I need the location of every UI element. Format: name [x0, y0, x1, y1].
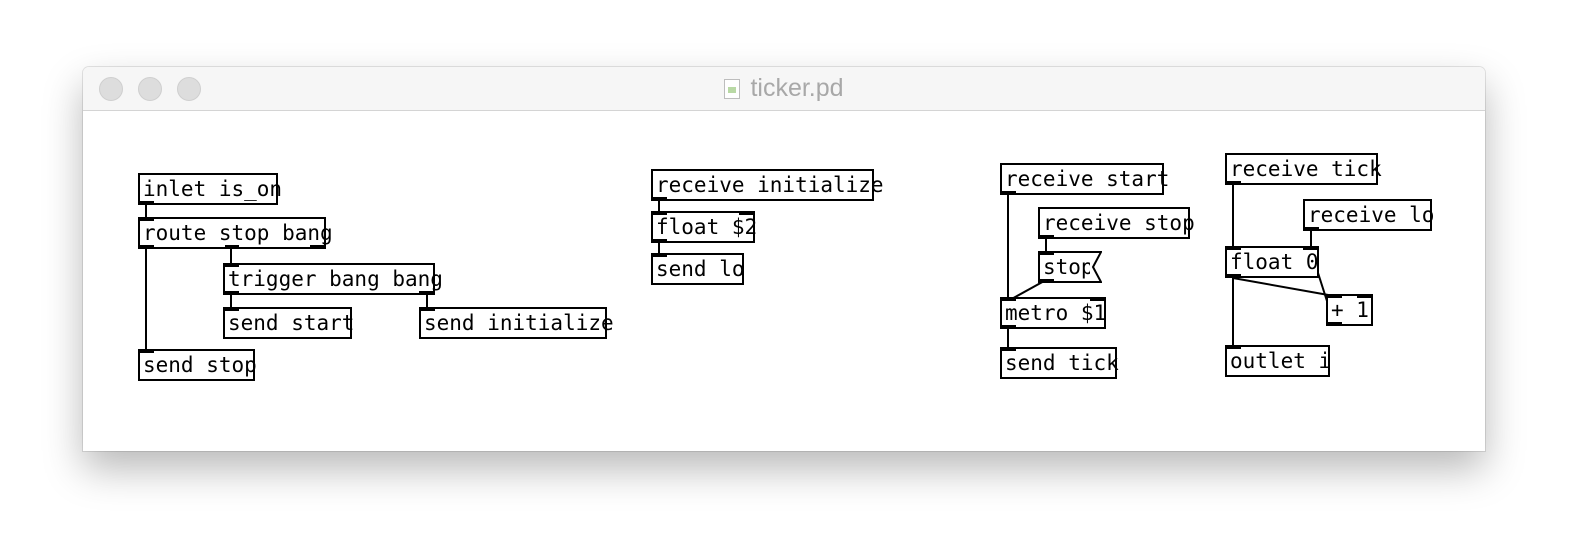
inlet-port[interactable] [1040, 251, 1054, 255]
receive-tick-object[interactable]: receive tick [1225, 153, 1382, 185]
object-label: receive start [1005, 167, 1170, 191]
outlet-port[interactable] [1227, 181, 1241, 185]
window-title: ticker.pd [750, 74, 844, 102]
message-label: stop [1043, 255, 1094, 279]
receive-lo-object[interactable]: receive lo [1303, 199, 1435, 231]
inlet-port[interactable] [1002, 297, 1016, 301]
inlet-port[interactable] [1328, 294, 1342, 298]
outlet-port[interactable] [1040, 235, 1054, 239]
outlet-port[interactable] [1328, 322, 1342, 326]
inlet-port[interactable] [1227, 246, 1241, 250]
inlet-port[interactable] [739, 211, 753, 215]
inlet-port[interactable] [1303, 246, 1317, 250]
send-start-object[interactable]: send start [223, 307, 355, 339]
outlet-port[interactable] [653, 197, 667, 201]
object-label: receive lo [1308, 203, 1435, 227]
receive-start-object[interactable]: receive start [1000, 163, 1169, 195]
inlet-is-on-object[interactable]: inlet is_on [138, 173, 282, 205]
outlet-port[interactable] [140, 201, 154, 205]
inlet-port[interactable] [225, 263, 239, 267]
stop-message-box[interactable]: stop [1038, 251, 1102, 283]
object-label: outlet i [1230, 349, 1332, 373]
outlet-port[interactable] [653, 239, 667, 243]
receive-initialize-object[interactable]: receive initialize [651, 169, 884, 201]
object-label: send initialize [424, 311, 614, 335]
object-label: receive initialize [656, 173, 884, 197]
send-tick-object[interactable]: send tick [1000, 347, 1119, 379]
outlet-port[interactable] [1002, 325, 1016, 329]
outlet-port[interactable] [1040, 279, 1054, 283]
outlet-port[interactable] [310, 245, 324, 249]
inlet-port[interactable] [140, 217, 154, 221]
pd-file-icon [724, 78, 741, 99]
minimize-button[interactable] [138, 77, 162, 101]
inlet-port[interactable] [421, 307, 435, 311]
float-0-object[interactable]: float 0 [1225, 246, 1319, 278]
metro-1-object[interactable]: metro $1 [1000, 297, 1106, 329]
connection [1232, 277, 1335, 297]
trigger-bang-bang-object[interactable]: trigger bang bang [223, 263, 443, 295]
patch-window: ticker.pd [83, 67, 1485, 451]
object-label: route stop bang [143, 221, 333, 245]
object-label: float $2 [656, 215, 758, 239]
send-stop-object[interactable]: send stop [138, 349, 257, 381]
route-stop-bang-object[interactable]: route stop bang [138, 217, 333, 249]
float-2-object[interactable]: float $2 [651, 211, 758, 243]
outlet-port[interactable] [1002, 191, 1016, 195]
title-bar[interactable]: ticker.pd [83, 67, 1485, 111]
outlet-i-object[interactable]: outlet i [1225, 345, 1332, 377]
object-label: send lo [656, 257, 745, 281]
inlet-port[interactable] [1227, 345, 1241, 349]
object-label: receive stop [1043, 211, 1195, 235]
outlet-port[interactable] [225, 291, 239, 295]
close-button[interactable] [99, 77, 123, 101]
object-label: float 0 [1230, 250, 1319, 274]
patch-canvas[interactable]: inlet is_on route stop bang trigger bang… [83, 111, 1485, 451]
inlet-port[interactable] [1090, 297, 1104, 301]
object-label: + 1 [1331, 298, 1369, 322]
inlet-port[interactable] [225, 307, 239, 311]
object-label: receive tick [1230, 157, 1382, 181]
inlet-port[interactable] [653, 253, 667, 257]
object-label: send start [228, 311, 355, 335]
object-label: metro $1 [1005, 301, 1107, 325]
outlet-port[interactable] [1227, 274, 1241, 278]
inlet-port[interactable] [1357, 294, 1371, 298]
inlet-port[interactable] [1002, 347, 1016, 351]
inlet-port[interactable] [140, 349, 154, 353]
object-label: send stop [143, 353, 257, 377]
object-label: inlet is_on [143, 177, 283, 201]
receive-stop-object[interactable]: receive stop [1038, 207, 1195, 239]
plus-1-object[interactable]: + 1 [1326, 294, 1373, 326]
send-lo-object[interactable]: send lo [651, 253, 745, 285]
send-initialize-object[interactable]: send initialize [419, 307, 614, 339]
outlet-port[interactable] [419, 291, 433, 295]
message-flag-shape [1090, 251, 1102, 283]
outlet-port[interactable] [225, 245, 239, 249]
outlet-port[interactable] [140, 245, 154, 249]
object-label: send tick [1005, 351, 1119, 375]
outlet-port[interactable] [1305, 227, 1319, 231]
inlet-port[interactable] [653, 211, 667, 215]
zoom-button[interactable] [177, 77, 201, 101]
object-label: trigger bang bang [228, 267, 443, 291]
